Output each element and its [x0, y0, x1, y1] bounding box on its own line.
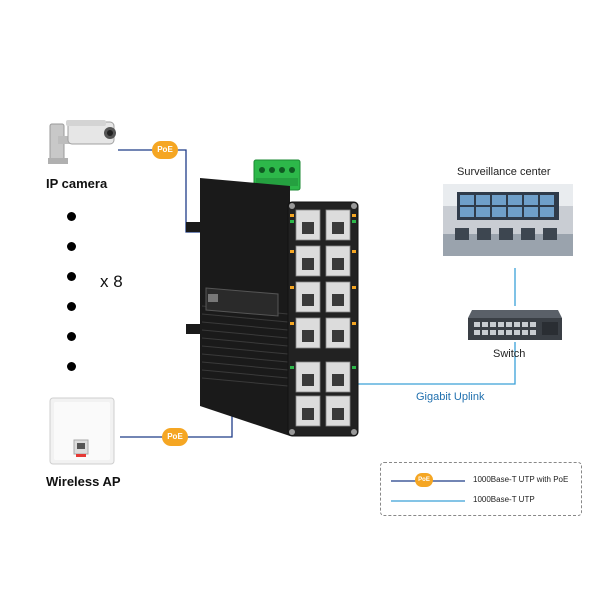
- legend-label: 1000Base-T UTP: [473, 495, 535, 504]
- legend-box: PoE 1000Base-T UTP with PoE 1000Base-T U…: [380, 462, 582, 516]
- surveillance-center-image: [443, 184, 573, 256]
- legend-item-utp: 1000Base-T UTP: [381, 491, 581, 511]
- legend-item-poe: PoE 1000Base-T UTP with PoE: [381, 471, 581, 491]
- device-count-label: x 8: [100, 272, 123, 291]
- utp-line-swatch: [391, 500, 465, 502]
- ellipsis-dot: [67, 242, 76, 251]
- poe-badge: PoE: [415, 473, 433, 487]
- ellipsis-dot: [67, 212, 76, 221]
- wireless-ap-icon: [49, 397, 115, 465]
- industrial-switch: [186, 159, 359, 437]
- network-switch-icon: [468, 310, 562, 340]
- ellipsis-dot: [67, 302, 76, 311]
- switch-label: Switch: [493, 348, 526, 360]
- uplink-link: [352, 342, 516, 385]
- ellipsis-dot: [67, 272, 76, 281]
- gigabit-uplink-label: Gigabit Uplink: [416, 391, 485, 403]
- surveillance-center-label: Surveillance center: [457, 166, 551, 178]
- poe-badge: PoE: [152, 141, 178, 159]
- ellipsis-dot: [67, 332, 76, 341]
- poe-badge: PoE: [162, 428, 188, 446]
- legend-label: 1000Base-T UTP with PoE: [473, 475, 569, 484]
- ip-camera-label: IP camera: [46, 176, 108, 191]
- ellipsis-dot: [67, 362, 76, 371]
- wireless-ap-label: Wireless AP: [46, 474, 121, 489]
- ip-camera-icon: [48, 120, 116, 164]
